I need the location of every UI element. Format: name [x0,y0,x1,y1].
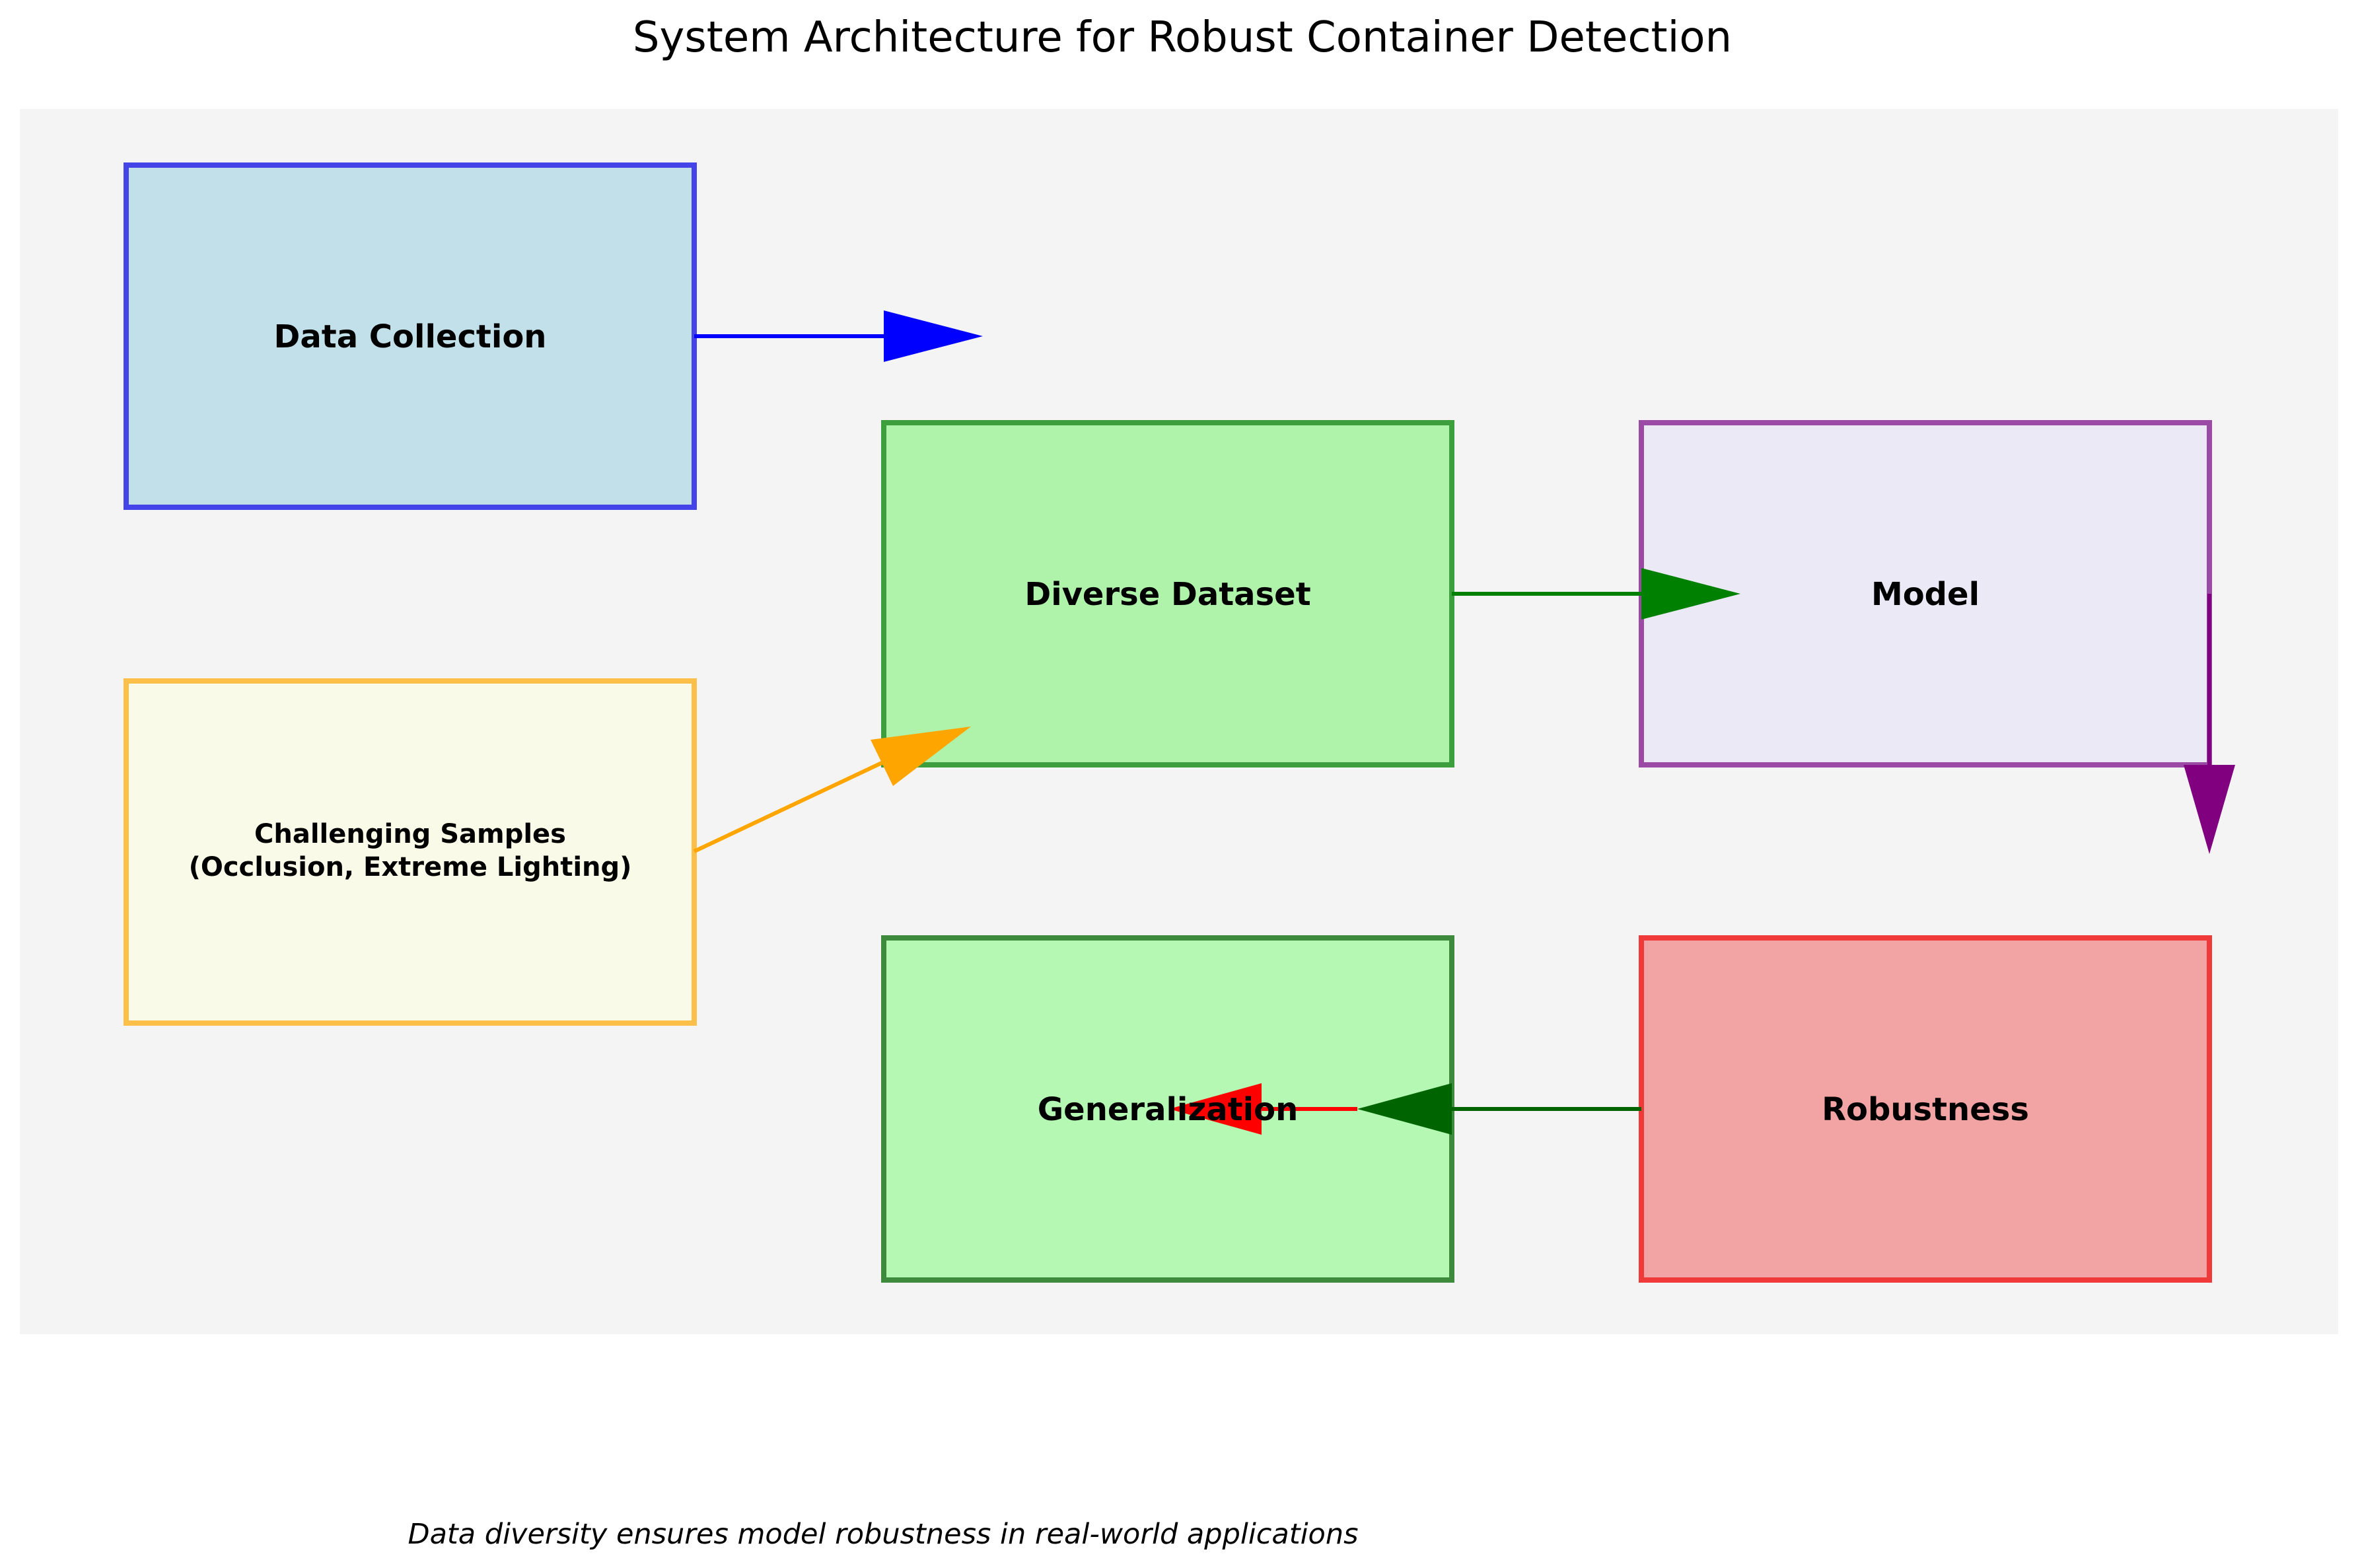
robustness-label: Robustness [1822,1091,2029,1128]
diverse-dataset-box [881,420,1454,767]
diverse-dataset-label: Diverse Dataset [1024,576,1310,613]
data-collection-label: Data Collection [274,318,547,355]
arrow-challenging-to-diverse [693,727,971,853]
arrow-model-down-head [2184,765,2235,854]
diagram-caption: Data diversity ensures model robustness … [408,1518,1358,1551]
challenging-samples-box [124,678,697,1026]
arrow-data-collection-head [884,310,983,362]
arrow-diverse-to-model [1452,568,1740,620]
arrow-generalization-inner-head [1169,1083,1262,1135]
generalization-label: Generalization [1038,1091,1299,1128]
arrow-data-collection [694,310,983,362]
arrow-generalization-inner [1169,1083,1357,1135]
model-label: Model [1871,576,1980,613]
data-collection-box [124,162,697,510]
diagram-title: System Architecture for Robust Container… [633,13,1732,62]
challenging-samples-label-line2: (Occlusion, Extreme Lighting) [189,852,632,882]
arrow-challenging-to-diverse-shaft [693,761,883,853]
challenging-samples-label-line1: Challenging Samples [254,819,566,849]
arrow-challenging-to-diverse-head [871,727,971,786]
arrow-robustness-to-generalization [1357,1083,1641,1135]
arrow-diverse-to-model-head [1641,568,1740,620]
robustness-box [1639,935,2212,1283]
arrow-model-down [2184,594,2235,854]
arrow-robustness-to-generalization-head [1357,1083,1452,1135]
